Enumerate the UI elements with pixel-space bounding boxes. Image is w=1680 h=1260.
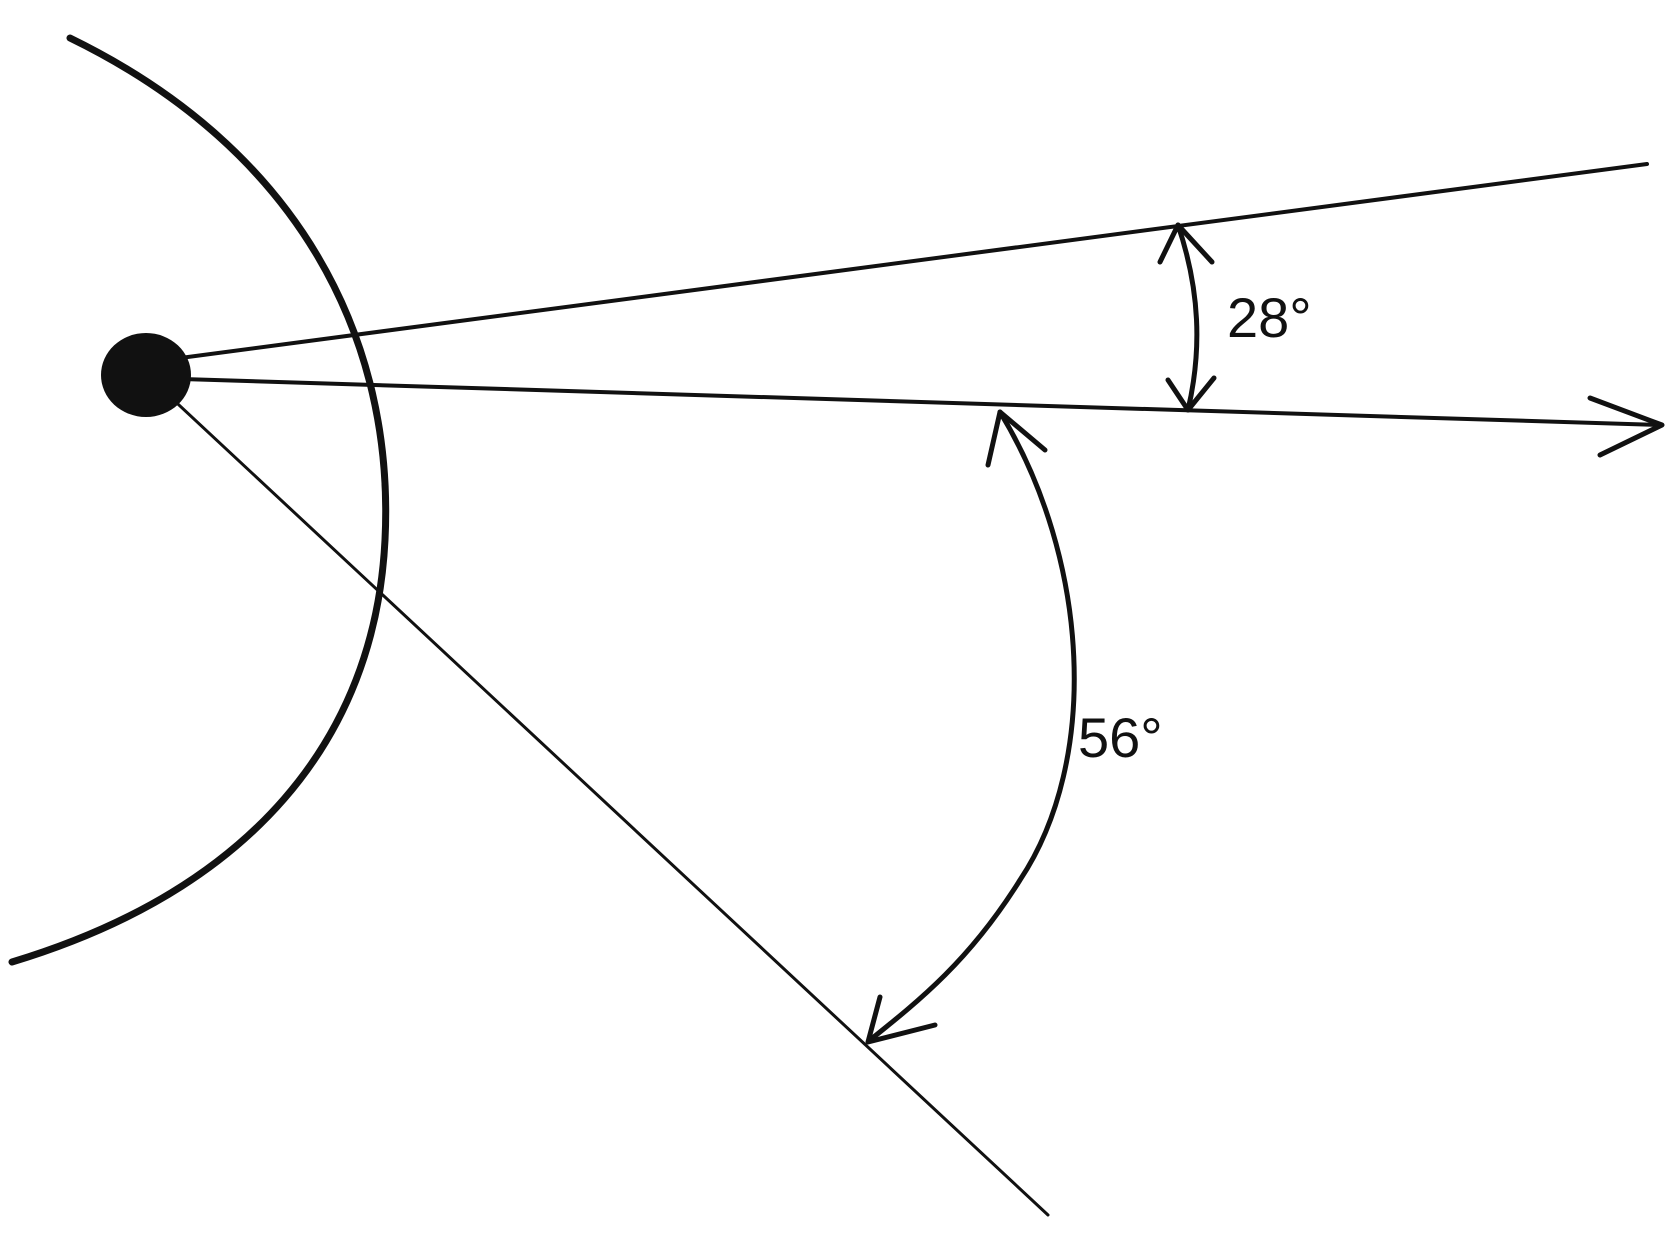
angle-56-arrowhead-top xyxy=(985,409,1048,468)
angle-label-28: 28° xyxy=(1227,286,1312,349)
angle-28-arrowhead-bottom xyxy=(1165,375,1217,413)
middle-arrow-ray xyxy=(148,376,1662,427)
angle-56-arrowhead-bottom xyxy=(865,994,938,1045)
origin-dot xyxy=(101,333,191,417)
middle-ray-arrowhead xyxy=(1587,395,1665,458)
upper-ray xyxy=(148,162,1649,364)
angle-28-arrowhead-top xyxy=(1157,222,1215,265)
curved-surface-arc xyxy=(8,34,390,966)
angle-28-arc xyxy=(1175,222,1200,413)
angle-56-arc xyxy=(867,409,1077,1043)
lower-ray xyxy=(148,376,1050,1217)
angle-label-56: 56° xyxy=(1078,706,1163,769)
